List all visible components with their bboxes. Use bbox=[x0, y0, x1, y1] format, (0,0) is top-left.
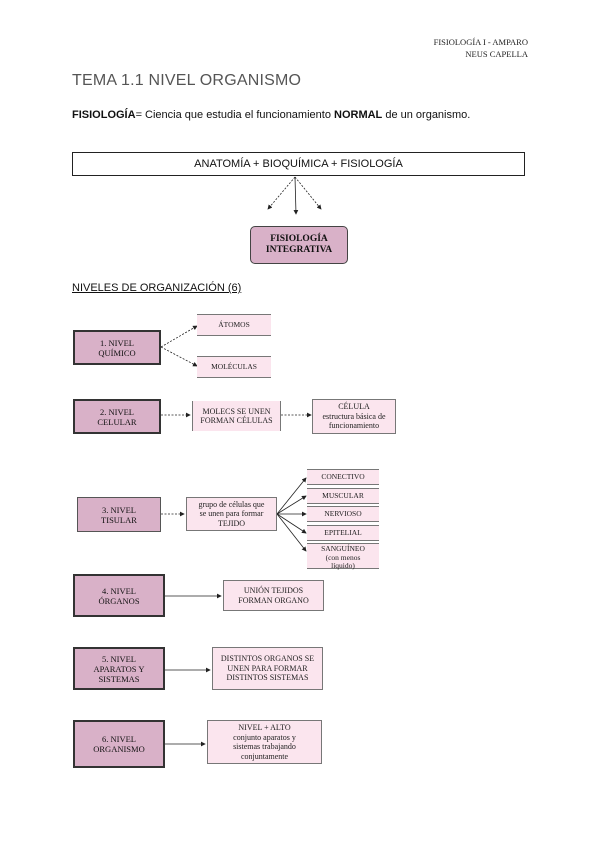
tissue-muscular: MUSCULAR bbox=[307, 488, 379, 504]
integrative-line-2: INTEGRATIVA bbox=[265, 245, 333, 255]
tissue-sanguineo: SANGUÍNEO (con menos líquido) bbox=[307, 543, 379, 570]
level-4-label-2: ÓRGANOS bbox=[98, 595, 140, 606]
definition: FISIOLOGÍA= Ciencia que estudia el funci… bbox=[72, 109, 470, 121]
integrative-physiology-box: FISIOLOGÍA INTEGRATIVA bbox=[250, 226, 348, 264]
page-title: TEMA 1.1 NIVEL ORGANISMO bbox=[72, 72, 302, 89]
definition-pre: = Ciencia que estudia el funcionamiento bbox=[135, 109, 334, 121]
level-2-result-3: funcionamiento bbox=[328, 421, 380, 431]
section-title: NIVELES DE ORGANIZACIÓN (6) bbox=[72, 282, 242, 294]
level-5-label-1: 5. NIVEL bbox=[101, 653, 136, 664]
level-3-middle-3: TEJIDO bbox=[217, 518, 246, 528]
level-1-label-2: QUÍMICO bbox=[98, 347, 136, 358]
tissue-nervioso: NERVIOSO bbox=[307, 506, 379, 522]
level-1-label-1: 1. NIVEL bbox=[100, 337, 134, 348]
integrative-line-1: FISIOLOGÍA bbox=[270, 234, 328, 244]
formula-box: ANATOMÍA + BIOQUÍMICA + FISIOLOGÍA bbox=[72, 152, 525, 176]
level-2-label-2: CELULAR bbox=[97, 416, 137, 427]
definition-emph: NORMAL bbox=[334, 109, 383, 121]
level-5-result-1: DISTINTOS ORGANOS SE bbox=[220, 654, 315, 664]
definition-post: de un organismo. bbox=[382, 109, 471, 121]
tissue-conectivo: CONECTIVO bbox=[307, 469, 379, 485]
definition-term: FISIOLOGÍA bbox=[72, 109, 136, 121]
level-2-middle-1: MOLECS SE UNEN bbox=[202, 406, 271, 416]
level-3-middle-1: grupo de células que bbox=[198, 499, 265, 509]
level-3-middle-2: se unen para formar bbox=[199, 509, 264, 519]
tissue-epitelial: EPITELIAL bbox=[307, 525, 379, 541]
level-3-label-1: 3. NIVEL bbox=[101, 504, 136, 515]
level-5-label-3: SISTEMAS bbox=[98, 673, 140, 684]
level-4-result-2: FORMAN ORGANO bbox=[238, 595, 309, 605]
level-3-label-2: TISULAR bbox=[101, 514, 137, 525]
level-4-result-1: UNIÓN TEJIDOS bbox=[243, 586, 304, 595]
level-6-result-1: NIVEL + ALTO bbox=[238, 723, 291, 732]
level-6-result-4: conjuntamente bbox=[240, 751, 289, 761]
level-1-result-atoms: ÁTOMOS bbox=[197, 314, 271, 336]
level-2-result-2: estructura básica de bbox=[322, 411, 386, 421]
level-4-label-1: 4. NIVEL bbox=[102, 585, 136, 596]
level-5-label-2: APARATOS Y bbox=[93, 663, 145, 674]
level-2-result-1: CÉLULA bbox=[338, 402, 370, 412]
tissue-sanguineo-label: SANGUÍNEO bbox=[321, 544, 365, 553]
level-6-label-1: 6. NIVEL bbox=[101, 734, 136, 744]
tissue-note-1: (con menos bbox=[325, 552, 361, 562]
level-6-label-2: ORGANISMO bbox=[93, 744, 145, 754]
level-5-result-3: DISTINTOS SISTEMAS bbox=[226, 673, 309, 683]
header-line-1: FISIOLOGÍA I - AMPARO bbox=[433, 37, 528, 47]
header-line-2: NEUS CAPELLA bbox=[465, 49, 528, 59]
tissue-note-2: líquido) bbox=[331, 561, 355, 570]
level-6-result-3: sistemas trabajando bbox=[233, 742, 296, 751]
level-1-result-molecules: MOLÉCULAS bbox=[197, 356, 271, 378]
page-header: FISIOLOGÍA I - AMPARO NEUS CAPELLA bbox=[434, 36, 528, 60]
level-5-result-2: UNEN PARA FORMAR bbox=[227, 663, 308, 673]
level-2-middle-2: FORMAN CÉLULAS bbox=[200, 416, 273, 425]
level-6-result-2: conjunto aparatos y bbox=[233, 732, 296, 742]
level-2-label-1: 2. NIVEL bbox=[99, 406, 134, 417]
